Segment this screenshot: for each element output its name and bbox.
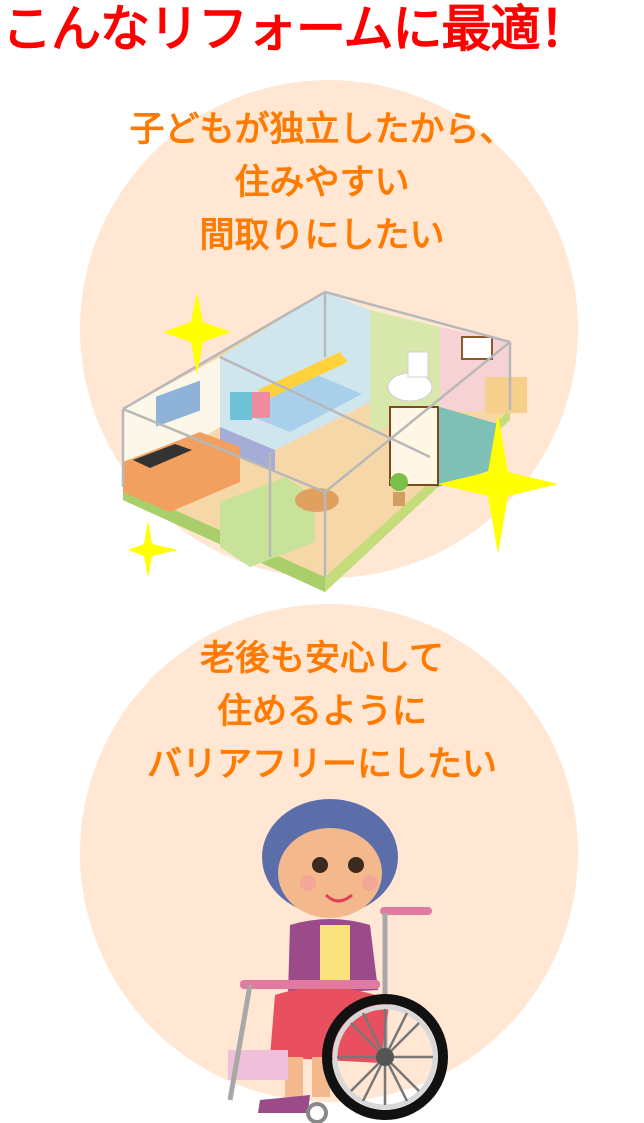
- caption-line: 老後も安心して: [200, 639, 444, 679]
- caption-line: 間取りにしたい: [199, 216, 445, 256]
- page-title: こんなリフォームに最適！: [2, 0, 590, 58]
- section-2-caption: 老後も安心して 住めるように バリアフリーにしたい: [0, 633, 644, 792]
- section-1-caption: 子どもが独立したから、 住みやすい 間取りにしたい: [0, 104, 644, 263]
- caption-line: 子どもが独立したから、: [129, 110, 515, 150]
- caption-line: バリアフリーにしたい: [146, 745, 497, 785]
- caption-line: 住みやすい: [234, 163, 410, 203]
- house-interior-illustration: [121, 290, 558, 592]
- caption-line: 住めるように: [216, 692, 427, 732]
- elderly-woman-wheelchair-illustration: [227, 799, 448, 1123]
